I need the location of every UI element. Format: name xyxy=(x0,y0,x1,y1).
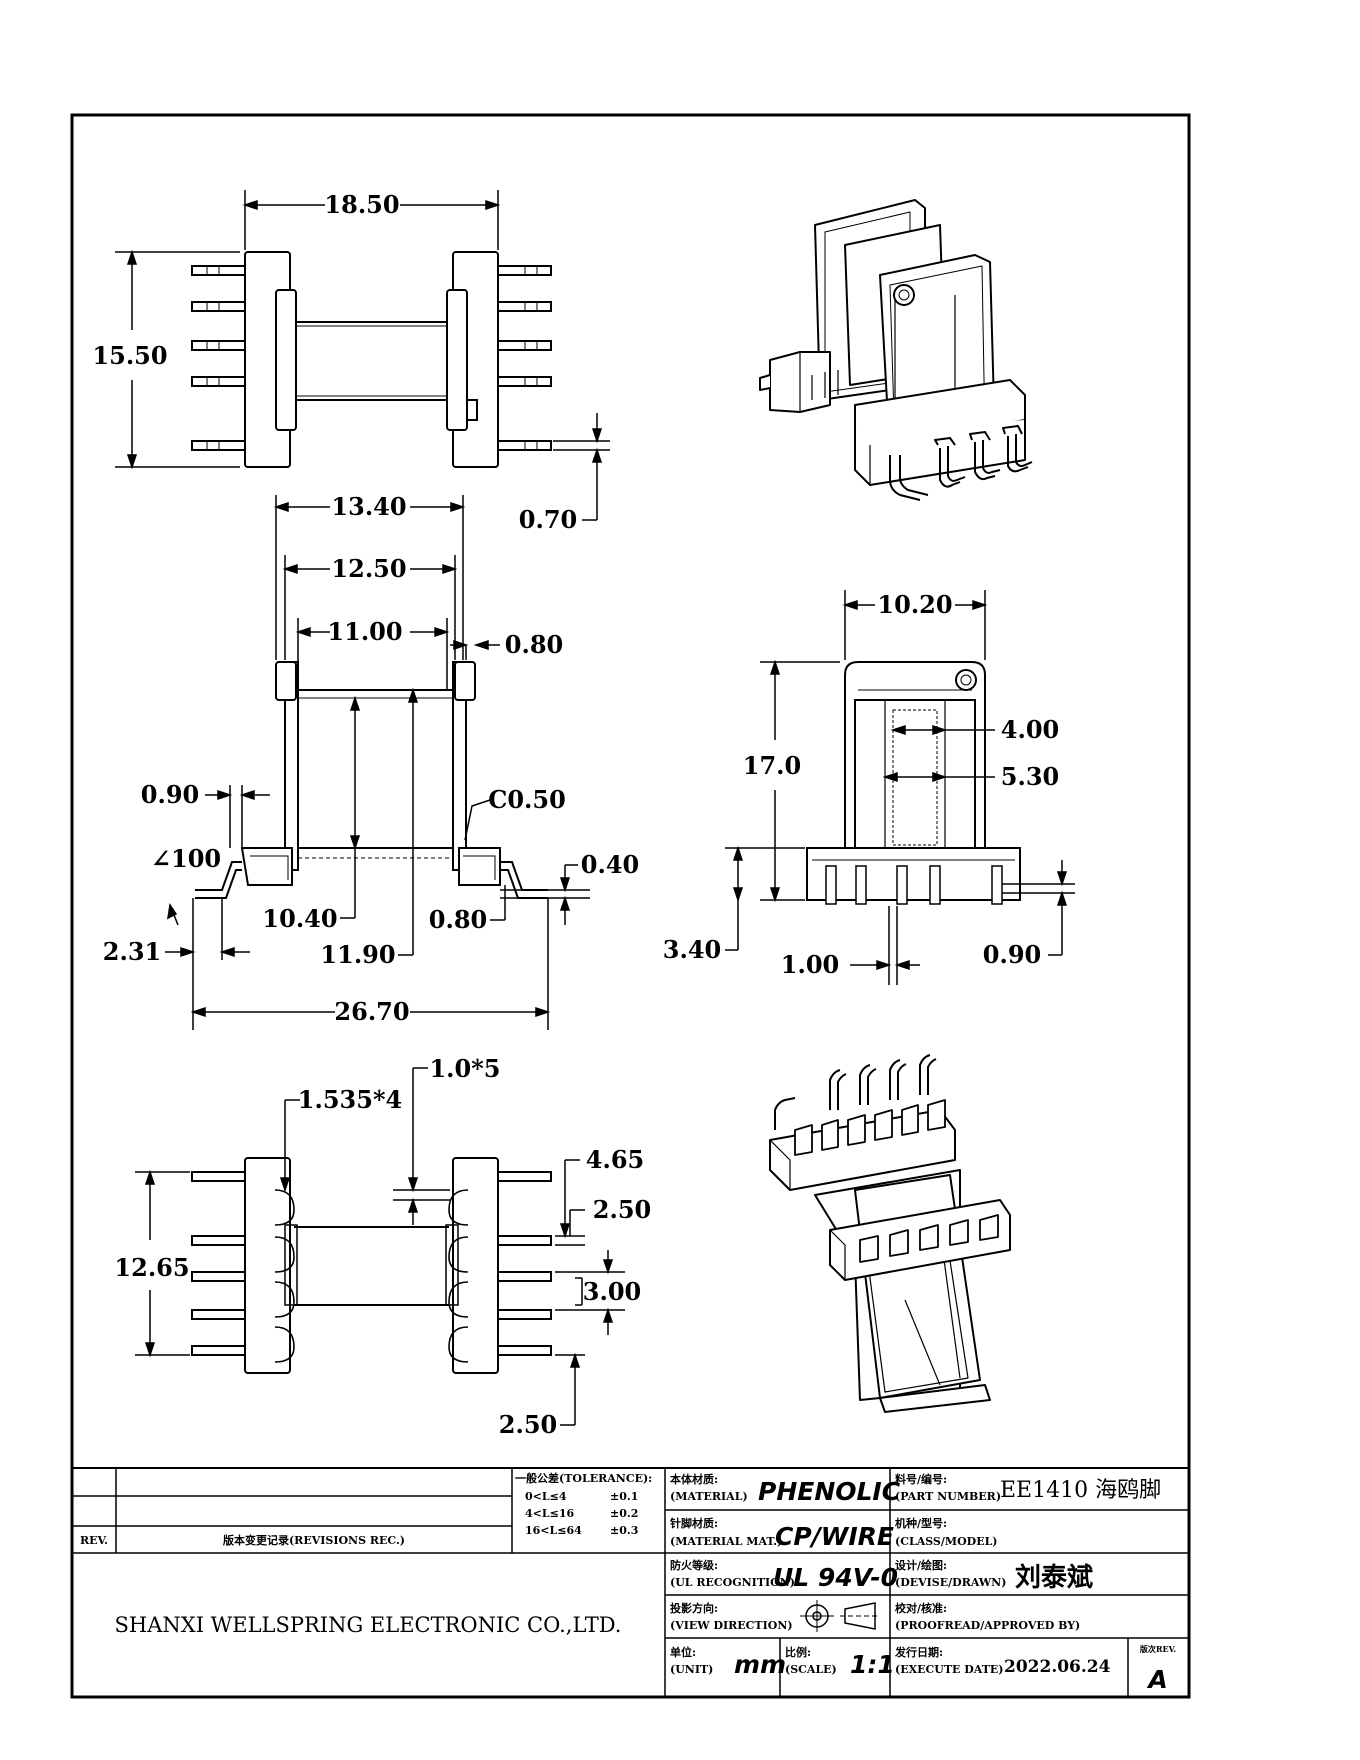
design-label-cn: 设计/绘图: xyxy=(895,1558,947,1572)
top-view xyxy=(191,251,552,468)
fire-label-cn: 防火等级: xyxy=(670,1558,718,1572)
top-view-dims xyxy=(115,190,610,521)
dim-front-flange: 0.80 xyxy=(505,630,563,659)
material-label-en: (MATERIAL) xyxy=(670,1490,748,1503)
dim-side-width: 10.20 xyxy=(877,590,952,619)
material-label-cn: 本体材质: xyxy=(670,1472,718,1486)
dim-side-inner1: 4.00 xyxy=(1001,715,1059,744)
tolerance-title: 一般公差(TOLERANCE): xyxy=(515,1471,652,1485)
tolerance-value-2: ±0.2 xyxy=(610,1507,638,1520)
version-value: A xyxy=(1146,1665,1167,1694)
fire-value: UL 94V-0 xyxy=(773,1563,898,1592)
unit-label-cn: 单位: xyxy=(670,1645,696,1659)
bottom-view xyxy=(191,1157,552,1374)
bottom-view-dims xyxy=(135,1067,625,1426)
dim-front-chamfer: C0.50 xyxy=(488,785,566,814)
pin-material-label-cn: 针脚材质: xyxy=(670,1516,718,1530)
dim-side-base-h: 3.40 xyxy=(663,935,721,964)
title-block xyxy=(72,1467,1189,1697)
dim-side-height: 17.0 xyxy=(743,751,801,780)
part-value: EE1410 海鸥脚 xyxy=(1000,1478,1161,1503)
sheet-border xyxy=(70,113,1191,1699)
pin-material-label-en: (MATERIAL MAT.) xyxy=(670,1535,782,1548)
version-label: 版次REV. xyxy=(1139,1644,1177,1654)
dim-front-w3: 11.00 xyxy=(327,617,402,646)
dim-bottom-p1: 4.65 xyxy=(586,1145,644,1174)
date-label-cn: 发行日期: xyxy=(894,1645,943,1659)
fire-label-en: (UL RECOGNITION) xyxy=(670,1576,795,1589)
dim-bottom-p2: 2.50 xyxy=(593,1195,651,1224)
dim-front-core-h1: 10.40 xyxy=(262,904,337,933)
tolerance-range-1: 0<L≤4 xyxy=(525,1490,567,1503)
dim-front-total-w: 26.70 xyxy=(334,997,409,1026)
tolerance-value-1: ±0.1 xyxy=(610,1490,638,1503)
rev-label: REV. xyxy=(80,1534,108,1547)
part-label-en: (PART NUMBER) xyxy=(895,1490,1001,1503)
proof-label-cn: 校对/核准: xyxy=(895,1601,947,1615)
date-label-en: (EXECUTE DATE) xyxy=(895,1663,1004,1676)
tolerance-range-3: 16<L≤64 xyxy=(525,1524,582,1537)
isometric-top-view xyxy=(759,199,1033,501)
dim-front-w2: 12.50 xyxy=(331,554,406,583)
dim-front-pin-off: 2.31 xyxy=(103,937,161,966)
dim-front-w1: 13.40 xyxy=(331,492,406,521)
material-value: PHENOLIC xyxy=(758,1477,901,1506)
side-view-dims xyxy=(725,590,1075,985)
dim-top-width: 18.50 xyxy=(324,190,399,219)
dim-front-angle: ∠100 xyxy=(151,844,221,873)
front-view-dims xyxy=(165,495,590,1030)
class-label-cn: 机种/型号: xyxy=(895,1516,947,1530)
view-label-en: (VIEW DIRECTION) xyxy=(670,1619,793,1632)
date-value: 2022.06.24 xyxy=(1004,1657,1111,1677)
scale-label-en: (SCALE) xyxy=(785,1663,837,1676)
dim-bottom-hole1: 1.535*4 xyxy=(298,1085,402,1114)
isometric-bottom-view xyxy=(769,1054,1011,1413)
scale-value: 1:1 xyxy=(850,1650,895,1679)
dim-top-height: 15.50 xyxy=(92,341,167,370)
revisions-label: 版本变更记录(REVISIONS REC.) xyxy=(223,1533,405,1547)
class-label-en: (CLASS/MODEL) xyxy=(895,1535,998,1548)
side-view xyxy=(806,661,1021,905)
dim-front-left-offset: 0.90 xyxy=(141,780,199,809)
part-label-cn: 料号/编号: xyxy=(895,1472,947,1486)
unit-value: mm xyxy=(734,1650,786,1679)
view-label-cn: 投影方向: xyxy=(670,1601,718,1615)
dim-side-inner2: 5.30 xyxy=(1001,762,1059,791)
design-value: 刘泰斌 xyxy=(1015,1562,1093,1593)
dim-side-pin-thk: 0.90 xyxy=(983,940,1041,969)
dim-front-pin-thk: 0.40 xyxy=(581,850,639,879)
dim-side-pin-w: 1.00 xyxy=(781,950,839,979)
dim-bottom-height: 12.65 xyxy=(114,1253,189,1282)
view-direction-symbol xyxy=(800,1600,880,1632)
dim-bottom-hole2: 1.0*5 xyxy=(429,1054,500,1083)
dim-bottom-p3: 3.00 xyxy=(583,1277,641,1306)
design-label-en: (DEVISE/DRAWN) xyxy=(895,1576,1006,1589)
dim-front-core-h2: 11.90 xyxy=(320,940,395,969)
dim-top-pin-thk: 0.70 xyxy=(519,505,577,534)
tolerance-range-2: 4<L≤16 xyxy=(525,1507,574,1520)
dim-bottom-p4: 2.50 xyxy=(499,1410,557,1439)
front-view xyxy=(195,661,548,899)
tolerance-value-3: ±0.3 xyxy=(610,1524,638,1537)
pin-material-value: CP/WIRE xyxy=(775,1522,894,1551)
company-name: SHANXI WELLSPRING ELECTRONIC CO.,LTD. xyxy=(115,1613,622,1637)
scale-label-cn: 比例: xyxy=(785,1645,811,1659)
dim-front-bottom-off: 0.80 xyxy=(429,905,487,934)
proof-label-en: (PROOFREAD/APPROVED BY) xyxy=(895,1619,1080,1632)
unit-label-en: (UNIT) xyxy=(670,1663,713,1676)
